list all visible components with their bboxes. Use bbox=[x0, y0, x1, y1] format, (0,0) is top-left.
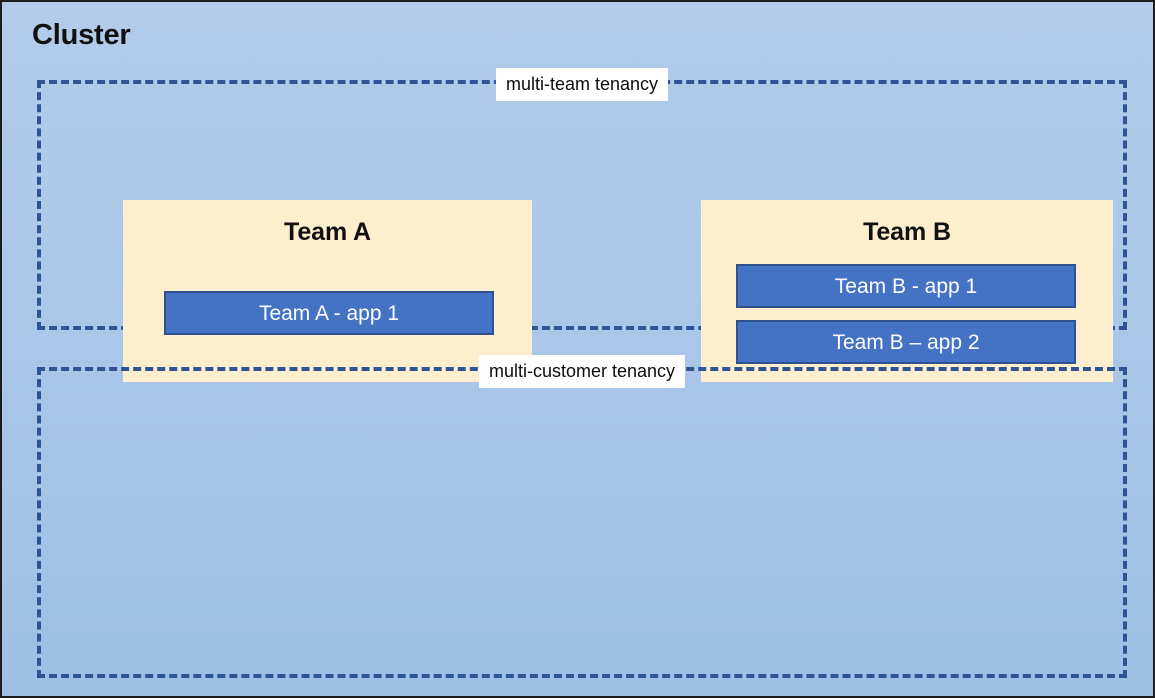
multi-customer-tenancy-label: multi-customer tenancy bbox=[478, 355, 686, 388]
team-b-panel: Team B Team B - app 1 Team B – app 2 bbox=[701, 200, 1113, 382]
team-a-heading: Team A bbox=[284, 218, 371, 246]
team-a-panel: Team A Team A - app 1 bbox=[123, 200, 532, 382]
cluster-title: Cluster bbox=[32, 19, 131, 51]
multi-team-tenancy-container: multi-team tenancy Team A Team A - app 1… bbox=[37, 68, 1127, 382]
app-box-team-a-app-1[interactable]: Team A - app 1 bbox=[164, 291, 494, 335]
team-b-heading: Team B bbox=[863, 218, 951, 246]
multi-team-tenancy-label: multi-team tenancy bbox=[495, 68, 669, 101]
app-box-team-b-app-1[interactable]: Team B - app 1 bbox=[736, 264, 1076, 308]
app-box-team-b-app-2[interactable]: Team B – app 2 bbox=[736, 320, 1076, 364]
multi-customer-tenancy-container: multi-customer tenancy Team C Team C – a… bbox=[37, 355, 1127, 678]
